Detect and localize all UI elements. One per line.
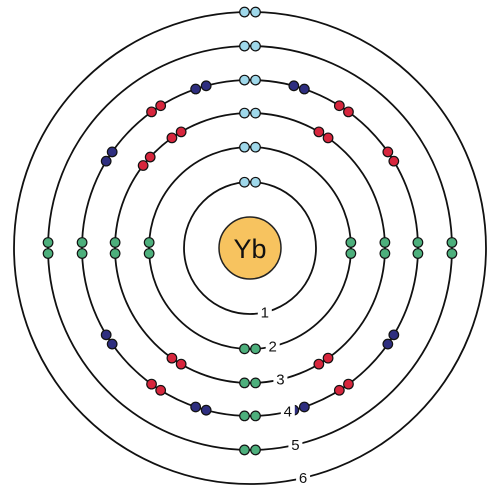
electron-p-shell-5 [446,237,458,248]
shell-labels: 12 34 56 [257,303,311,487]
shell-label-background [288,435,303,454]
orbit-shell-6 [13,11,487,485]
electron-p-shell-5 [42,248,54,259]
shell-label-background [265,337,280,356]
electron-d-shell-4 [146,106,157,118]
electron-s-shell-2 [250,141,261,153]
orbit-shell-3 [114,112,386,384]
shell-label-2: 2 [269,338,277,355]
shell-label-background [257,303,272,322]
orbit-rings [13,11,487,485]
electron-s-shell-2 [239,141,250,153]
electron-p-shell-2 [250,343,261,355]
electron-f-shell-4 [298,401,310,413]
electron-p-shell-2 [345,237,357,248]
electron-f-shell-4 [298,83,310,95]
electron-s-shell-6 [239,6,250,18]
electron-p-shell-5 [239,444,250,456]
electron-f-shell-4 [190,401,202,413]
electron-d-shell-3 [322,352,334,364]
electron-f-shell-4 [200,404,212,416]
electron-d-shell-3 [313,358,325,370]
electron-d-shell-4 [388,155,400,167]
electron-p-shell-2 [143,248,155,259]
electron-s-shell-1 [250,176,261,188]
electron-f-shell-4 [106,146,118,158]
shell-label-5: 5 [291,437,299,454]
electron-f-shell-4 [382,338,394,350]
electron-d-shell-4 [343,106,354,118]
electron-s-shell-5 [250,40,261,52]
electron-d-shell-4 [382,146,394,158]
shell-label-1: 1 [261,304,269,321]
shell-label-4: 4 [284,404,292,421]
electron-p-shell-3 [239,377,250,389]
electron-p-shell-5 [42,237,54,248]
electron-p-shell-5 [250,444,261,456]
electron-d-shell-3 [175,358,187,370]
electron-s-shell-3 [239,107,250,119]
electron-p-shell-5 [446,248,458,259]
electron-d-shell-4 [155,384,167,396]
shell-label-background [273,370,288,389]
electron-f-shell-4 [190,83,202,95]
electron-d-shell-4 [155,100,167,112]
electron-s-shell-4 [250,74,261,86]
nucleus: Yb [218,216,282,280]
electron-p-shell-4 [239,410,250,422]
electron-d-shell-3 [322,132,334,144]
shell-label-background [280,402,295,421]
electron-d-shell-3 [313,126,325,138]
electron-d-shell-4 [146,378,157,390]
orbit-shell-5 [47,45,453,451]
electron-s-shell-4 [239,74,250,86]
electron-d-shell-3 [175,126,187,138]
electron-d-shell-4 [333,100,345,112]
orbit-shell-2 [148,146,352,350]
shell-label-3: 3 [276,372,284,389]
electron-p-shell-3 [379,237,391,248]
nucleus-circle [218,216,282,280]
electron-p-shell-4 [76,237,88,248]
electron-d-shell-4 [333,384,345,396]
shell-label-background [296,469,311,487]
electron-p-shell-2 [143,237,155,248]
electron-s-shell-6 [250,6,261,18]
electron-s-shell-3 [250,107,261,119]
electron-p-shell-4 [412,237,424,248]
electron-f-shell-4 [100,329,112,341]
electron-p-shell-3 [109,237,121,248]
electron-d-shell-4 [343,378,354,390]
electron-f-shell-4 [288,80,300,92]
electron-d-shell-3 [166,352,178,364]
electron-p-shell-3 [250,377,261,389]
electron-s-shell-5 [239,40,250,52]
orbit-shell-1 [183,181,317,315]
electrons [42,6,458,456]
electron-p-shell-3 [109,248,121,259]
orbit-shell-4 [81,79,419,417]
element-symbol: Yb [233,234,266,264]
electron-p-shell-2 [345,248,357,259]
electron-d-shell-3 [144,151,156,163]
electron-d-shell-3 [137,160,149,171]
electron-p-shell-3 [379,248,391,259]
electron-f-shell-4 [106,338,118,350]
electron-p-shell-4 [250,410,261,422]
electron-p-shell-4 [76,248,88,259]
electron-p-shell-2 [239,343,250,355]
electron-p-shell-4 [412,248,424,259]
electron-f-shell-4 [388,329,400,341]
electron-d-shell-3 [166,132,178,144]
electron-s-shell-1 [239,176,250,188]
electron-f-shell-4 [200,80,212,92]
shell-label-6: 6 [299,470,307,487]
electron-f-shell-4 [100,155,112,167]
